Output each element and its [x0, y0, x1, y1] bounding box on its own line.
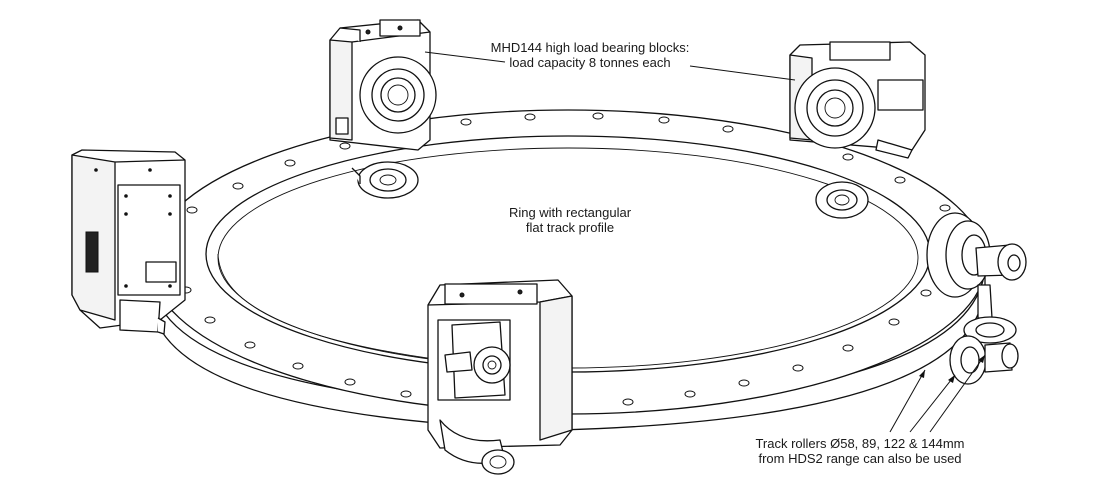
track-rollers-right — [926, 212, 1027, 385]
track-rollers-label-line1: Track rollers Ø58, 89, 122 & 144mm — [755, 436, 965, 451]
bearing-blocks-callout: MHD144 high load bearing blocks: load ca… — [470, 40, 710, 70]
track-rollers-label-line2: from HDS2 range can also be used — [758, 451, 962, 466]
bearing-block-left — [71, 149, 186, 335]
bearing-block-front — [427, 279, 573, 475]
bearing-blocks-label-line1: MHD144 high load bearing blocks: — [490, 40, 690, 55]
track-rollers-callout: Track rollers Ø58, 89, 122 & 144mm from … — [715, 436, 1005, 466]
ring-label-line1: Ring with rectangular — [508, 205, 632, 220]
leader-lines — [424, 51, 986, 433]
ring-label-line2: flat track profile — [525, 220, 615, 235]
bearing-block-top-left — [329, 19, 437, 199]
bearing-block-top-right — [789, 41, 926, 219]
bearing-blocks-label-line2: load capacity 8 tonnes each — [509, 55, 671, 70]
ring-callout: Ring with rectangular flat track profile — [470, 205, 670, 235]
